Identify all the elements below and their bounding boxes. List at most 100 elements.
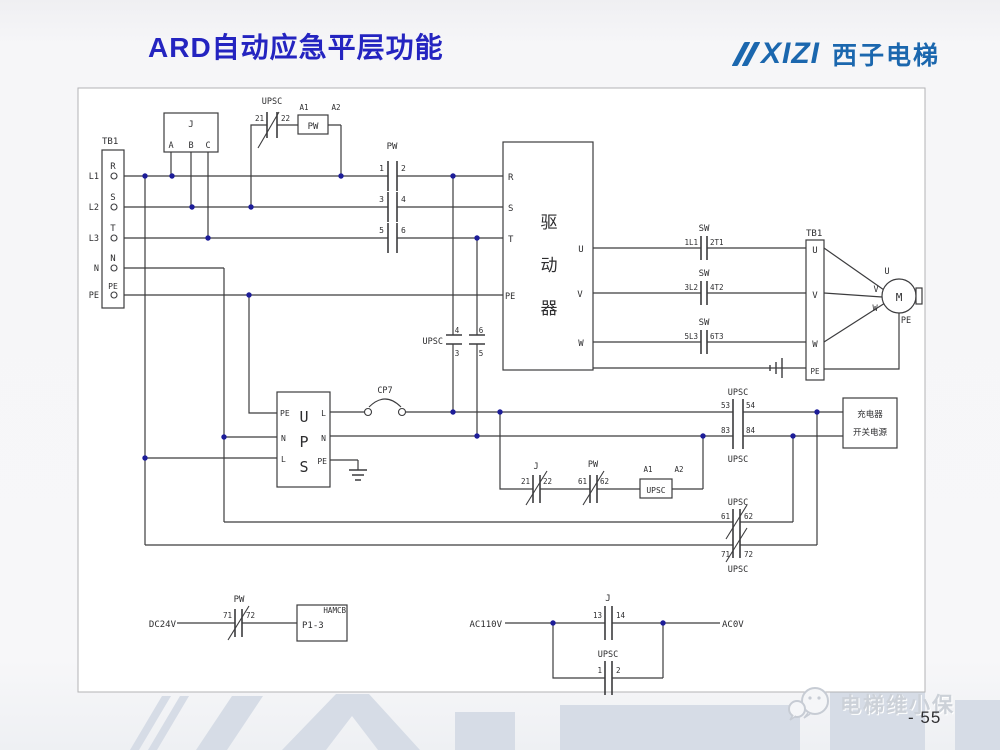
motor-labels: M U V W PE	[872, 267, 911, 326]
svg-text:S: S	[508, 204, 513, 214]
svg-text:R: R	[508, 173, 514, 183]
svg-text:SW: SW	[699, 318, 710, 328]
upsc-coil-row-labels: J 21 22 PW 61 62 A1 A2 UPSC	[521, 460, 684, 495]
svg-text:充电器: 充电器	[857, 409, 883, 420]
upsc-no-83-labels: 83 84 UPSC	[721, 426, 756, 465]
svg-text:6: 6	[401, 226, 406, 235]
svg-text:14: 14	[616, 611, 626, 620]
svg-text:6T3: 6T3	[710, 332, 724, 341]
page-title: ARD自动应急平层功能	[148, 32, 444, 63]
logo-brand-text: XIZI	[761, 37, 821, 70]
pw-coil-box	[297, 114, 329, 135]
svg-text:HAMCB: HAMCB	[323, 606, 346, 615]
upsc-nc-61-labels: UPSC 61 62	[721, 498, 753, 521]
svg-text:J: J	[605, 594, 610, 604]
svg-text:N: N	[281, 434, 286, 443]
svg-text:13: 13	[593, 611, 602, 620]
svg-text:UPSC: UPSC	[598, 650, 618, 660]
svg-text:22: 22	[281, 114, 290, 123]
svg-text:J: J	[188, 120, 193, 130]
terminal-circles	[110, 172, 407, 417]
svg-text:N: N	[94, 264, 99, 274]
svg-text:B: B	[188, 141, 193, 151]
svg-text:5: 5	[379, 226, 384, 235]
svg-text:A2: A2	[331, 103, 340, 112]
svg-text:PW: PW	[234, 595, 245, 605]
svg-text:71: 71	[223, 611, 232, 620]
svg-text:SW: SW	[699, 269, 710, 279]
component-boxes	[101, 112, 923, 642]
relay-j-box	[163, 112, 219, 153]
svg-text:L: L	[281, 455, 286, 464]
svg-text:PW: PW	[387, 142, 398, 152]
svg-text:1L1: 1L1	[684, 238, 698, 247]
charger-labels: 充电器 开关电源	[853, 409, 888, 438]
svg-text:UPSC: UPSC	[262, 97, 282, 107]
svg-text:4: 4	[455, 326, 460, 335]
svg-text:J: J	[533, 462, 538, 472]
svg-text:UPSC: UPSC	[728, 565, 748, 575]
sw-contact-labels: SW 1L1 2T1 SW 3L2 4T2 SW 5L3 6T3	[684, 224, 723, 341]
tb1-left-title: TB1	[102, 137, 118, 147]
svg-text:5: 5	[479, 349, 484, 358]
dc-circuit-labels: DC24V PW 71 72 HAMCB P1-3	[149, 595, 347, 631]
svg-text:器: 器	[541, 299, 558, 319]
svg-text:P: P	[299, 433, 308, 451]
svg-text:动: 动	[541, 256, 558, 276]
svg-text:SW: SW	[699, 224, 710, 234]
svg-text:PE: PE	[505, 292, 515, 302]
svg-text:21: 21	[255, 114, 264, 123]
upsc-nc-top-labels: UPSC 21 22	[255, 97, 290, 123]
svg-text:72: 72	[246, 611, 255, 620]
cp7-pin-2	[397, 407, 407, 417]
nc-slashes	[227, 111, 748, 641]
svg-text:3L2: 3L2	[684, 283, 698, 292]
svg-text:4: 4	[401, 195, 406, 204]
ac-circuit-labels: AC110V J 13 14 AC0V UPSC 1 2	[469, 594, 744, 675]
pw-contacts-labels: PW 1 2 3 4 5 6	[379, 142, 406, 235]
bottom-decor-shapes	[130, 690, 1000, 750]
svg-text:A: A	[168, 141, 173, 151]
svg-text:5L3: 5L3	[684, 332, 698, 341]
svg-text:V: V	[577, 290, 583, 300]
svg-text:A1: A1	[299, 103, 308, 112]
charger-box	[842, 397, 898, 449]
driver-box	[502, 141, 594, 371]
earth-symbols	[349, 358, 783, 481]
cp7-label: CP7	[377, 386, 392, 396]
svg-text:S: S	[110, 193, 115, 203]
svg-text:62: 62	[600, 477, 609, 486]
driver-labels: R S T PE 驱 动 器 U V W	[505, 173, 584, 349]
svg-text:3: 3	[379, 195, 384, 204]
tb1-right-labels: TB1 U V W PE	[806, 229, 822, 376]
svg-text:P1-3: P1-3	[302, 621, 324, 631]
wires	[117, 124, 900, 679]
svg-text:84: 84	[746, 426, 756, 435]
svg-text:U: U	[812, 246, 817, 256]
svg-text:AC110V: AC110V	[469, 620, 502, 630]
tb1-left-box	[101, 149, 125, 309]
hamcb-box	[296, 604, 348, 642]
svg-text:T: T	[110, 224, 116, 234]
svg-text:UPSC: UPSC	[646, 486, 665, 495]
svg-text:1: 1	[379, 164, 384, 173]
xizi-logo: XIZI 西子电梯	[731, 36, 940, 72]
svg-text:PW: PW	[308, 122, 319, 132]
svg-text:2T1: 2T1	[710, 238, 724, 247]
svg-text:L1: L1	[89, 172, 99, 182]
svg-text:W: W	[578, 339, 584, 349]
tb1-left-labels: TB1 L1 L2 L3 N PE R S T N PE	[89, 137, 119, 301]
svg-text:L3: L3	[89, 234, 99, 244]
svg-text:PE: PE	[89, 291, 99, 301]
svg-text:U: U	[578, 245, 583, 255]
svg-text:4T2: 4T2	[710, 283, 724, 292]
watermark: 电梯维小保	[788, 686, 955, 722]
svg-text:V: V	[812, 291, 818, 301]
cp7-pin-1	[363, 407, 373, 417]
svg-text:53: 53	[721, 401, 730, 410]
diagram-panel	[77, 87, 926, 693]
page-number: - 55	[908, 708, 942, 727]
svg-text:A2: A2	[674, 465, 683, 474]
ups-box	[276, 391, 331, 488]
